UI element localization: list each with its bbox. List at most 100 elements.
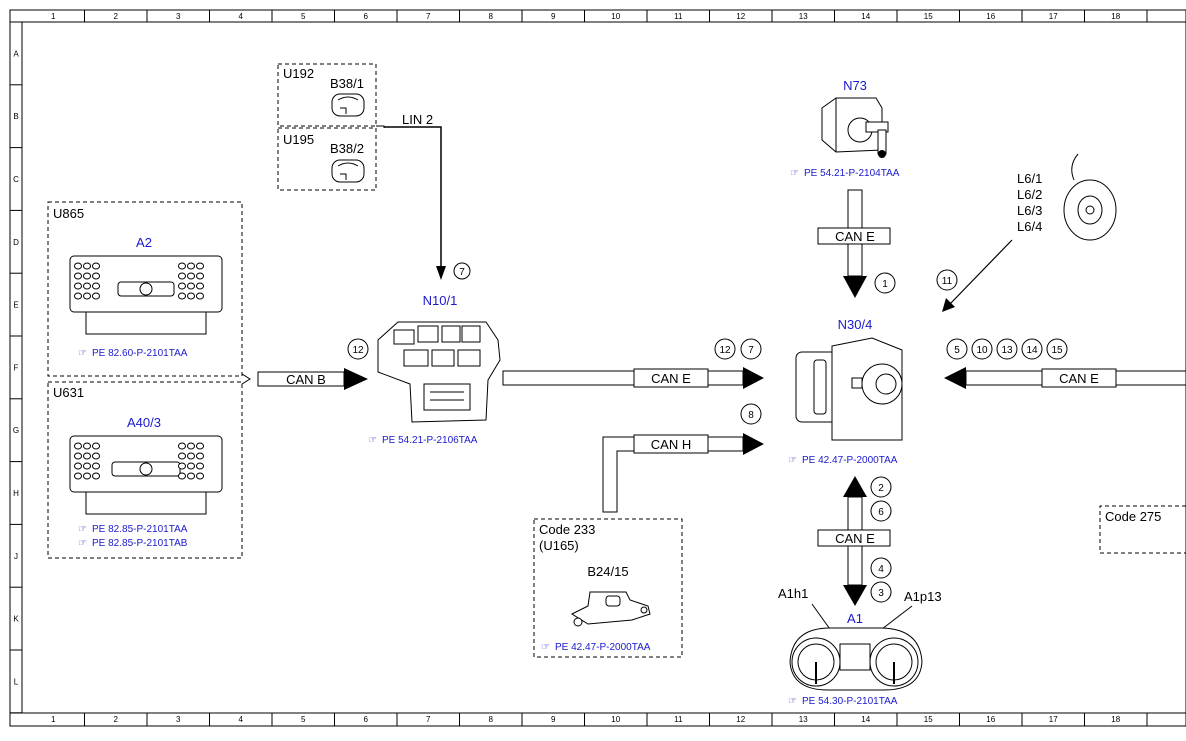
grid-col-label: 10 [611, 12, 620, 21]
radio-key-icon [178, 442, 186, 450]
radio-key-icon [83, 262, 91, 270]
ref-label-a40-3-a: PE 82.85-P-2101TAA [92, 524, 188, 535]
marker-11: 11 [942, 276, 953, 287]
radio-key-icon [196, 262, 204, 270]
radio-key-icon [74, 282, 82, 290]
grid-row-label: J [14, 552, 18, 561]
ref-hand-icon: ☞ [788, 696, 797, 707]
bus-can-e-top: CAN E 1 [817, 189, 896, 298]
marker-5: 5 [954, 345, 960, 356]
radio-key-icon [178, 462, 186, 470]
bus-label-can-h: CAN H [651, 437, 691, 452]
component-label-l6-1: L6/1 [1017, 171, 1042, 186]
group-label-u165: (U165) [539, 538, 579, 553]
bus-label-can-e-right: CAN E [1059, 371, 1099, 386]
ref-label-a40-3-b: PE 82.85-P-2101TAB [92, 538, 188, 549]
grid-col-label: 15 [924, 12, 933, 21]
bus-label-can-e-bottom: CAN E [835, 531, 875, 546]
marker-10: 10 [976, 345, 988, 356]
grid-col-label: 4 [239, 715, 244, 724]
grid-row-label: L [14, 677, 19, 686]
grid-row-label: E [13, 301, 18, 310]
marker-2: 2 [878, 483, 884, 494]
radio-key-icon [92, 472, 100, 480]
group-label-code275: Code 275 [1105, 509, 1161, 524]
grid-col-label: 12 [736, 12, 745, 21]
grid-col-label: 18 [1111, 12, 1120, 21]
bus-can-e-right: CAN E 5 10 13 14 15 [944, 338, 1186, 389]
radio-key-icon [196, 452, 204, 460]
radio-key-icon [92, 442, 100, 450]
ref-label-n10-1: PE 54.21-P-2106TAA [382, 435, 478, 446]
marker-14: 14 [1026, 345, 1038, 356]
grid-col-label: 13 [799, 12, 808, 21]
radio-key-icon [83, 472, 91, 480]
component-label-a2: A2 [136, 235, 152, 250]
radio-key-icon [92, 262, 100, 270]
radio-key-icon [92, 462, 100, 470]
grid-col-label: 13 [799, 715, 808, 724]
marker-8-can-h: 8 [748, 410, 754, 421]
marker-15: 15 [1051, 345, 1063, 356]
ref-label-a2: PE 82.60-P-2101TAA [92, 348, 188, 359]
grid-col-label: 4 [239, 12, 244, 21]
grid-row-label: D [13, 238, 19, 247]
radio-key-icon [83, 452, 91, 460]
bus-lin2: LIN 2 7 [384, 112, 471, 280]
component-label-a1h1: A1h1 [778, 586, 808, 601]
radio-key-icon [196, 272, 204, 280]
ref-hand-icon: ☞ [790, 168, 799, 179]
group-label-u865: U865 [53, 206, 84, 221]
grid-row-label: C [13, 175, 19, 184]
ref-b24-15: ☞ PE 42.47-P-2000TAA [541, 642, 651, 653]
component-label-l6-3: L6/3 [1017, 203, 1042, 218]
radio-key-icon [187, 282, 195, 290]
component-label-b24-15: B24/15 [587, 564, 628, 579]
ref-label-a1: PE 54.30-P-2101TAA [802, 696, 898, 707]
marker-13: 13 [1001, 345, 1013, 356]
grid-col-label: 16 [986, 715, 995, 724]
grid-col-label: 12 [736, 715, 745, 724]
module-a1: A1 A1h1 A1p13 ☞ PE 54.30-P-2101TAA [778, 586, 942, 707]
grid-col-label: 2 [114, 12, 119, 21]
marker-4: 4 [878, 564, 884, 575]
grid-col-label: 9 [551, 12, 556, 21]
ref-label-n73: PE 54.21-P-2104TAA [804, 168, 900, 179]
radio-key-icon [196, 282, 204, 290]
grid-col-label: 5 [301, 715, 306, 724]
radio-key-icon [178, 472, 186, 480]
grid-col-label: 16 [986, 12, 995, 21]
group-u865-u631: U865 U631 A2 A40/3 ☞ PE 82.60-P-2101TAA … [47, 201, 251, 559]
module-n30-4: N30/4 ☞ PE 42.47-P-2000TAA [788, 317, 903, 466]
radio-key-icon [74, 452, 82, 460]
radio-key-icon [187, 472, 195, 480]
grid-row-label: H [13, 489, 19, 498]
group-code233: Code 233 (U165) B24/15 ☞ PE 42.47-P-2000… [533, 518, 683, 658]
grid-row-label: F [14, 363, 19, 372]
grid-row-label: B [13, 112, 18, 121]
marker-6: 6 [878, 507, 884, 518]
ref-hand-icon: ☞ [78, 524, 87, 535]
grid-row-label: K [13, 615, 19, 624]
ignition-switch-n73-icon [821, 97, 889, 158]
radio-key-icon [74, 292, 82, 300]
component-label-b38-2: B38/2 [330, 141, 364, 156]
radio-key-icon [83, 292, 91, 300]
component-label-n73: N73 [843, 78, 867, 93]
grid-col-label: 7 [426, 12, 431, 21]
radio-key-icon [178, 282, 186, 290]
bus-can-h: CAN H 8 [602, 403, 764, 513]
grid-col-label: 10 [611, 715, 620, 724]
radio-key-icon [178, 292, 186, 300]
ref-a1: ☞ PE 54.30-P-2101TAA [788, 696, 898, 707]
radio-key-icon [92, 282, 100, 290]
component-label-a1p13: A1p13 [904, 589, 942, 604]
grid-column-ticks: 1122334455667788991010111112121313141415… [51, 10, 1148, 726]
ref-a40-3: ☞ PE 82.85-P-2101TAA ☞ PE 82.85-P-2101TA… [78, 524, 188, 549]
bus-can-e-mid: CAN E 12 7 [502, 338, 764, 389]
grid-col-label: 14 [861, 715, 870, 724]
marker-7-can-e: 7 [748, 345, 754, 356]
component-label-a1: A1 [847, 611, 863, 626]
grid-col-label: 6 [364, 715, 369, 724]
